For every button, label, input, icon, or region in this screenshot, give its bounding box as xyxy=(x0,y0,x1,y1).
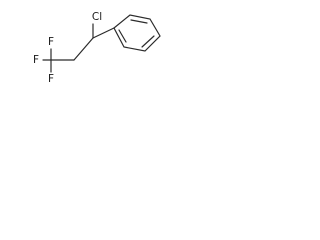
ring-double-bond-3 xyxy=(118,29,127,43)
structure-diagram: Cl F F F xyxy=(33,11,161,85)
atom-labels: Cl F F F xyxy=(33,11,102,85)
ring-double-bond-1 xyxy=(130,19,148,24)
label-fluorine-top: F xyxy=(48,36,54,48)
phenyl-ring xyxy=(113,14,161,52)
label-chlorine: Cl xyxy=(92,11,102,23)
bond-c3-phenyl xyxy=(92,27,115,39)
label-fluorine-bottom: F xyxy=(48,73,54,85)
ring-double-bond-2 xyxy=(141,35,155,48)
bond-c3-c2 xyxy=(73,37,94,61)
label-fluorine-left: F xyxy=(33,54,39,66)
chain-bonds xyxy=(42,23,115,73)
ring-outline xyxy=(113,14,161,52)
